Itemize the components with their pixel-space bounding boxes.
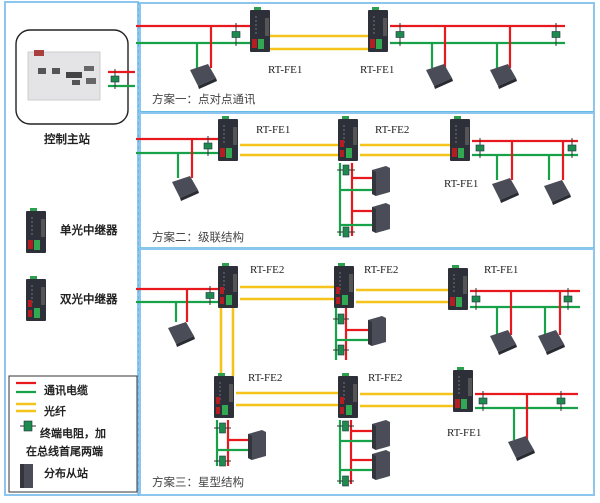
legend-resistor-label: 终端电阻，加 — [40, 427, 106, 440]
scheme-3-device-label: RT-FE1 — [447, 427, 482, 439]
slave-station-icon — [248, 430, 266, 460]
legend-slave-icon — [20, 464, 33, 488]
scheme-3-device-label: RT-FE1 — [484, 264, 519, 276]
scheme-3-device-label: RT-FE2 — [368, 372, 403, 384]
slave-station-icon — [190, 64, 217, 89]
slave-station-icon — [372, 450, 390, 480]
terminal-resistor-icon — [214, 422, 231, 434]
legend-resistor-icon — [20, 420, 36, 432]
legend-cable-label: 通讯电缆 — [44, 384, 88, 397]
scheme-3-device-label: RT-FE2 — [248, 372, 283, 384]
slave-station-icon — [372, 420, 390, 450]
terminal-resistor-icon — [337, 164, 355, 176]
dual-fiber-repeater-icon — [338, 116, 358, 161]
slave-station-icon — [544, 180, 571, 205]
scheme-3-frame — [139, 248, 595, 496]
dual-fiber-repeater-icon — [338, 373, 358, 418]
scheme-2-device-label: RT-FE1 — [256, 124, 291, 136]
scheme-1-caption: 方案一：点对点通讯 — [152, 92, 256, 106]
slave-station-icon — [426, 64, 453, 89]
terminal-resistor-icon — [337, 226, 355, 238]
terminal-resistor-icon — [567, 138, 577, 158]
single-fiber-repeater-icon — [453, 367, 473, 412]
scheme-1-device-label: RT-FE1 — [268, 64, 303, 76]
single-fiber-repeater-icon — [368, 7, 388, 52]
slave-station-icon — [172, 176, 199, 201]
dual-fiber-repeater-icon — [214, 373, 234, 418]
terminal-resistor-icon — [333, 344, 349, 356]
terminal-resistor-icon — [478, 391, 488, 411]
scheme-3-device-label: RT-FE2 — [250, 264, 285, 276]
dual-fiber-repeater-icon — [26, 276, 46, 321]
terminal-resistor-icon — [231, 23, 241, 46]
terminal-resistor-icon — [214, 455, 231, 467]
single-fiber-repeater-icon — [218, 116, 238, 161]
terminal-resistor-icon — [551, 23, 561, 46]
slave-station-icon — [490, 330, 517, 355]
single-fiber-repeater-icon — [450, 116, 470, 161]
terminal-resistor-icon — [203, 136, 213, 156]
terminal-resistor-icon — [337, 475, 354, 487]
terminal-resistor-icon — [110, 69, 120, 89]
slave-station-icon — [372, 203, 390, 233]
slave-station-icon — [508, 436, 535, 461]
dual-fiber-repeater-icon — [334, 263, 354, 308]
scheme-2-device-label: RT-FE1 — [444, 178, 479, 190]
slave-station-icon — [372, 166, 390, 196]
legend-slave-label: 分布从站 — [44, 467, 88, 480]
single-fiber-repeater-icon — [26, 208, 46, 253]
scheme-2-device-label: RT-FE2 — [375, 124, 410, 136]
scheme-1-device-label: RT-FE1 — [360, 64, 395, 76]
terminal-resistor-icon — [337, 420, 354, 432]
terminal-resistor-icon — [205, 286, 215, 305]
slave-station-icon — [538, 330, 565, 355]
terminal-resistor-icon — [395, 23, 405, 46]
scheme-3-caption: 方案三：星型结构 — [152, 475, 244, 489]
slave-station-icon — [492, 178, 519, 203]
single-fiber-repeater-icon — [448, 265, 468, 310]
slave-station-icon — [490, 64, 517, 89]
terminal-resistor-icon — [333, 313, 349, 325]
left-panel-frame — [4, 1, 139, 496]
terminal-resistor-icon — [471, 288, 481, 310]
terminal-resistor-icon — [563, 288, 573, 310]
legend-resistor-note: 在总线首尾两端 — [26, 445, 103, 458]
slave-station-icon — [168, 322, 195, 347]
scheme-2-caption: 方案二：级联结构 — [152, 230, 244, 244]
slave-station-icon — [368, 316, 386, 346]
master-station-icon — [27, 50, 101, 101]
master-station-label: 控制主站 — [44, 132, 90, 146]
single-fiber-repeater-icon — [250, 7, 270, 52]
dual-repeater-label: 双光中继器 — [60, 292, 118, 306]
terminal-resistor-icon — [475, 138, 485, 158]
terminal-resistor-icon — [556, 391, 566, 411]
single-repeater-label: 单光中继器 — [60, 223, 118, 237]
dual-fiber-repeater-icon — [218, 263, 238, 308]
legend-fiber-label: 光纤 — [44, 405, 66, 418]
scheme-3-device-label: RT-FE2 — [364, 264, 399, 276]
